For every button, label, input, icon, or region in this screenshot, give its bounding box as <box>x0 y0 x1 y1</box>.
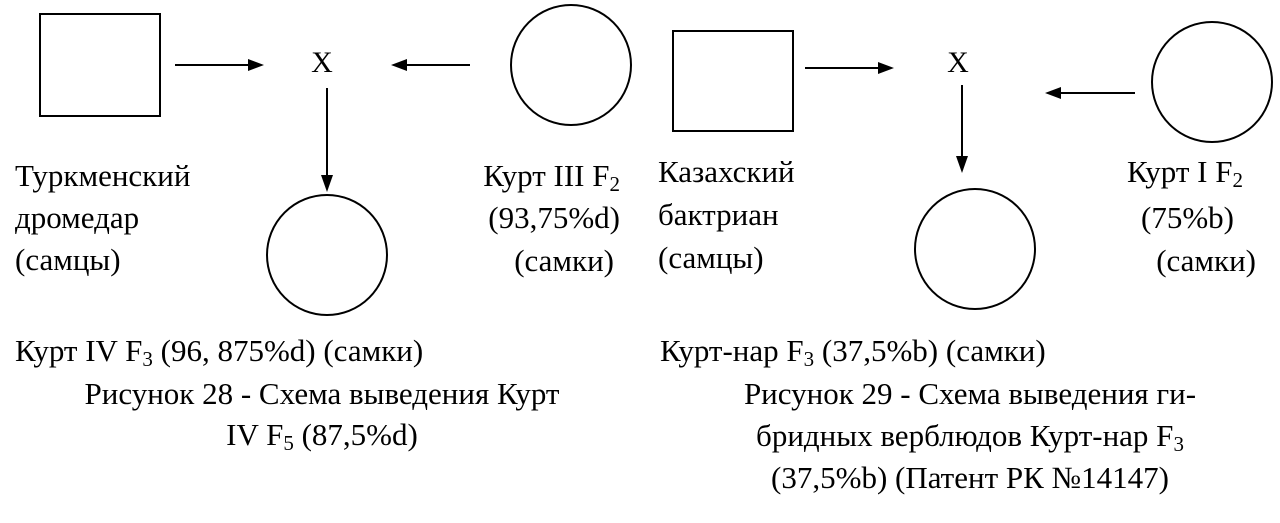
female-label-line: (самки) <box>514 243 614 278</box>
female-label-line: Курт III F2 <box>483 158 620 196</box>
offspring-label: Курт-нар F3 (37,5%b) (самки) <box>660 333 1046 371</box>
female-label-line: (93,75%d) <box>488 200 620 235</box>
male-parent-label: Казахский бактриан (самцы) <box>658 154 795 275</box>
figure-28-caption: Рисунок 28 - Схема выведения Курт IV F5 … <box>85 376 560 455</box>
cross-symbol: X <box>311 46 333 79</box>
figure-29-scheme: X Казахский бактриан (самцы) Курт I F2 (… <box>658 21 1273 495</box>
offspring-label: Курт IV F3 (96, 875%d) (самки) <box>15 333 423 371</box>
female-parent-label: Курт III F2 (93,75%d) (самки) <box>483 158 620 278</box>
male-label-line: Туркменский <box>15 158 190 193</box>
female-label-line: (75%b) <box>1141 200 1234 235</box>
arrow-male-to-cross <box>805 62 894 74</box>
male-label-line: (самцы) <box>658 240 764 275</box>
caption-line: Рисунок 29 - Схема выведения ги- <box>744 376 1196 411</box>
female-parent-label: Курт I F2 (75%b) (самки) <box>1127 154 1256 278</box>
offspring-circle <box>266 194 388 316</box>
male-parent-label: Туркменский дромедар (самцы) <box>15 158 190 277</box>
caption-line: (37,5%b) (Патент РК №14147) <box>771 460 1169 495</box>
male-label-line: бактриан <box>658 197 779 232</box>
female-parent-circle <box>1151 21 1273 143</box>
arrow-female-to-cross <box>391 59 470 71</box>
female-label-line: Курт I F2 <box>1127 154 1243 192</box>
arrow-cross-to-offspring <box>321 88 333 192</box>
caption-line: бридных верблюдов Курт-нар F3 <box>756 418 1184 456</box>
figure-28-scheme: X Туркменский дромедар (самцы) Курт III … <box>15 4 632 455</box>
male-parent-square <box>672 30 794 132</box>
caption-line: IV F5 (87,5%d) <box>226 417 418 455</box>
caption-line: Рисунок 28 - Схема выведения Курт <box>85 376 560 411</box>
male-label-line: (самцы) <box>15 242 121 277</box>
figure-29-caption: Рисунок 29 - Схема выведения ги- бридных… <box>744 376 1196 495</box>
female-label-line: (самки) <box>1156 243 1256 278</box>
male-parent-square <box>39 13 161 117</box>
male-label-line: Казахский <box>658 154 795 189</box>
female-parent-circle <box>510 4 632 126</box>
cross-symbol: X <box>947 46 969 79</box>
arrow-female-to-cross <box>1045 87 1135 99</box>
offspring-circle <box>914 188 1036 310</box>
arrow-cross-to-offspring <box>956 85 968 173</box>
arrow-male-to-cross <box>175 59 264 71</box>
male-label-line: дромедар <box>15 200 139 235</box>
